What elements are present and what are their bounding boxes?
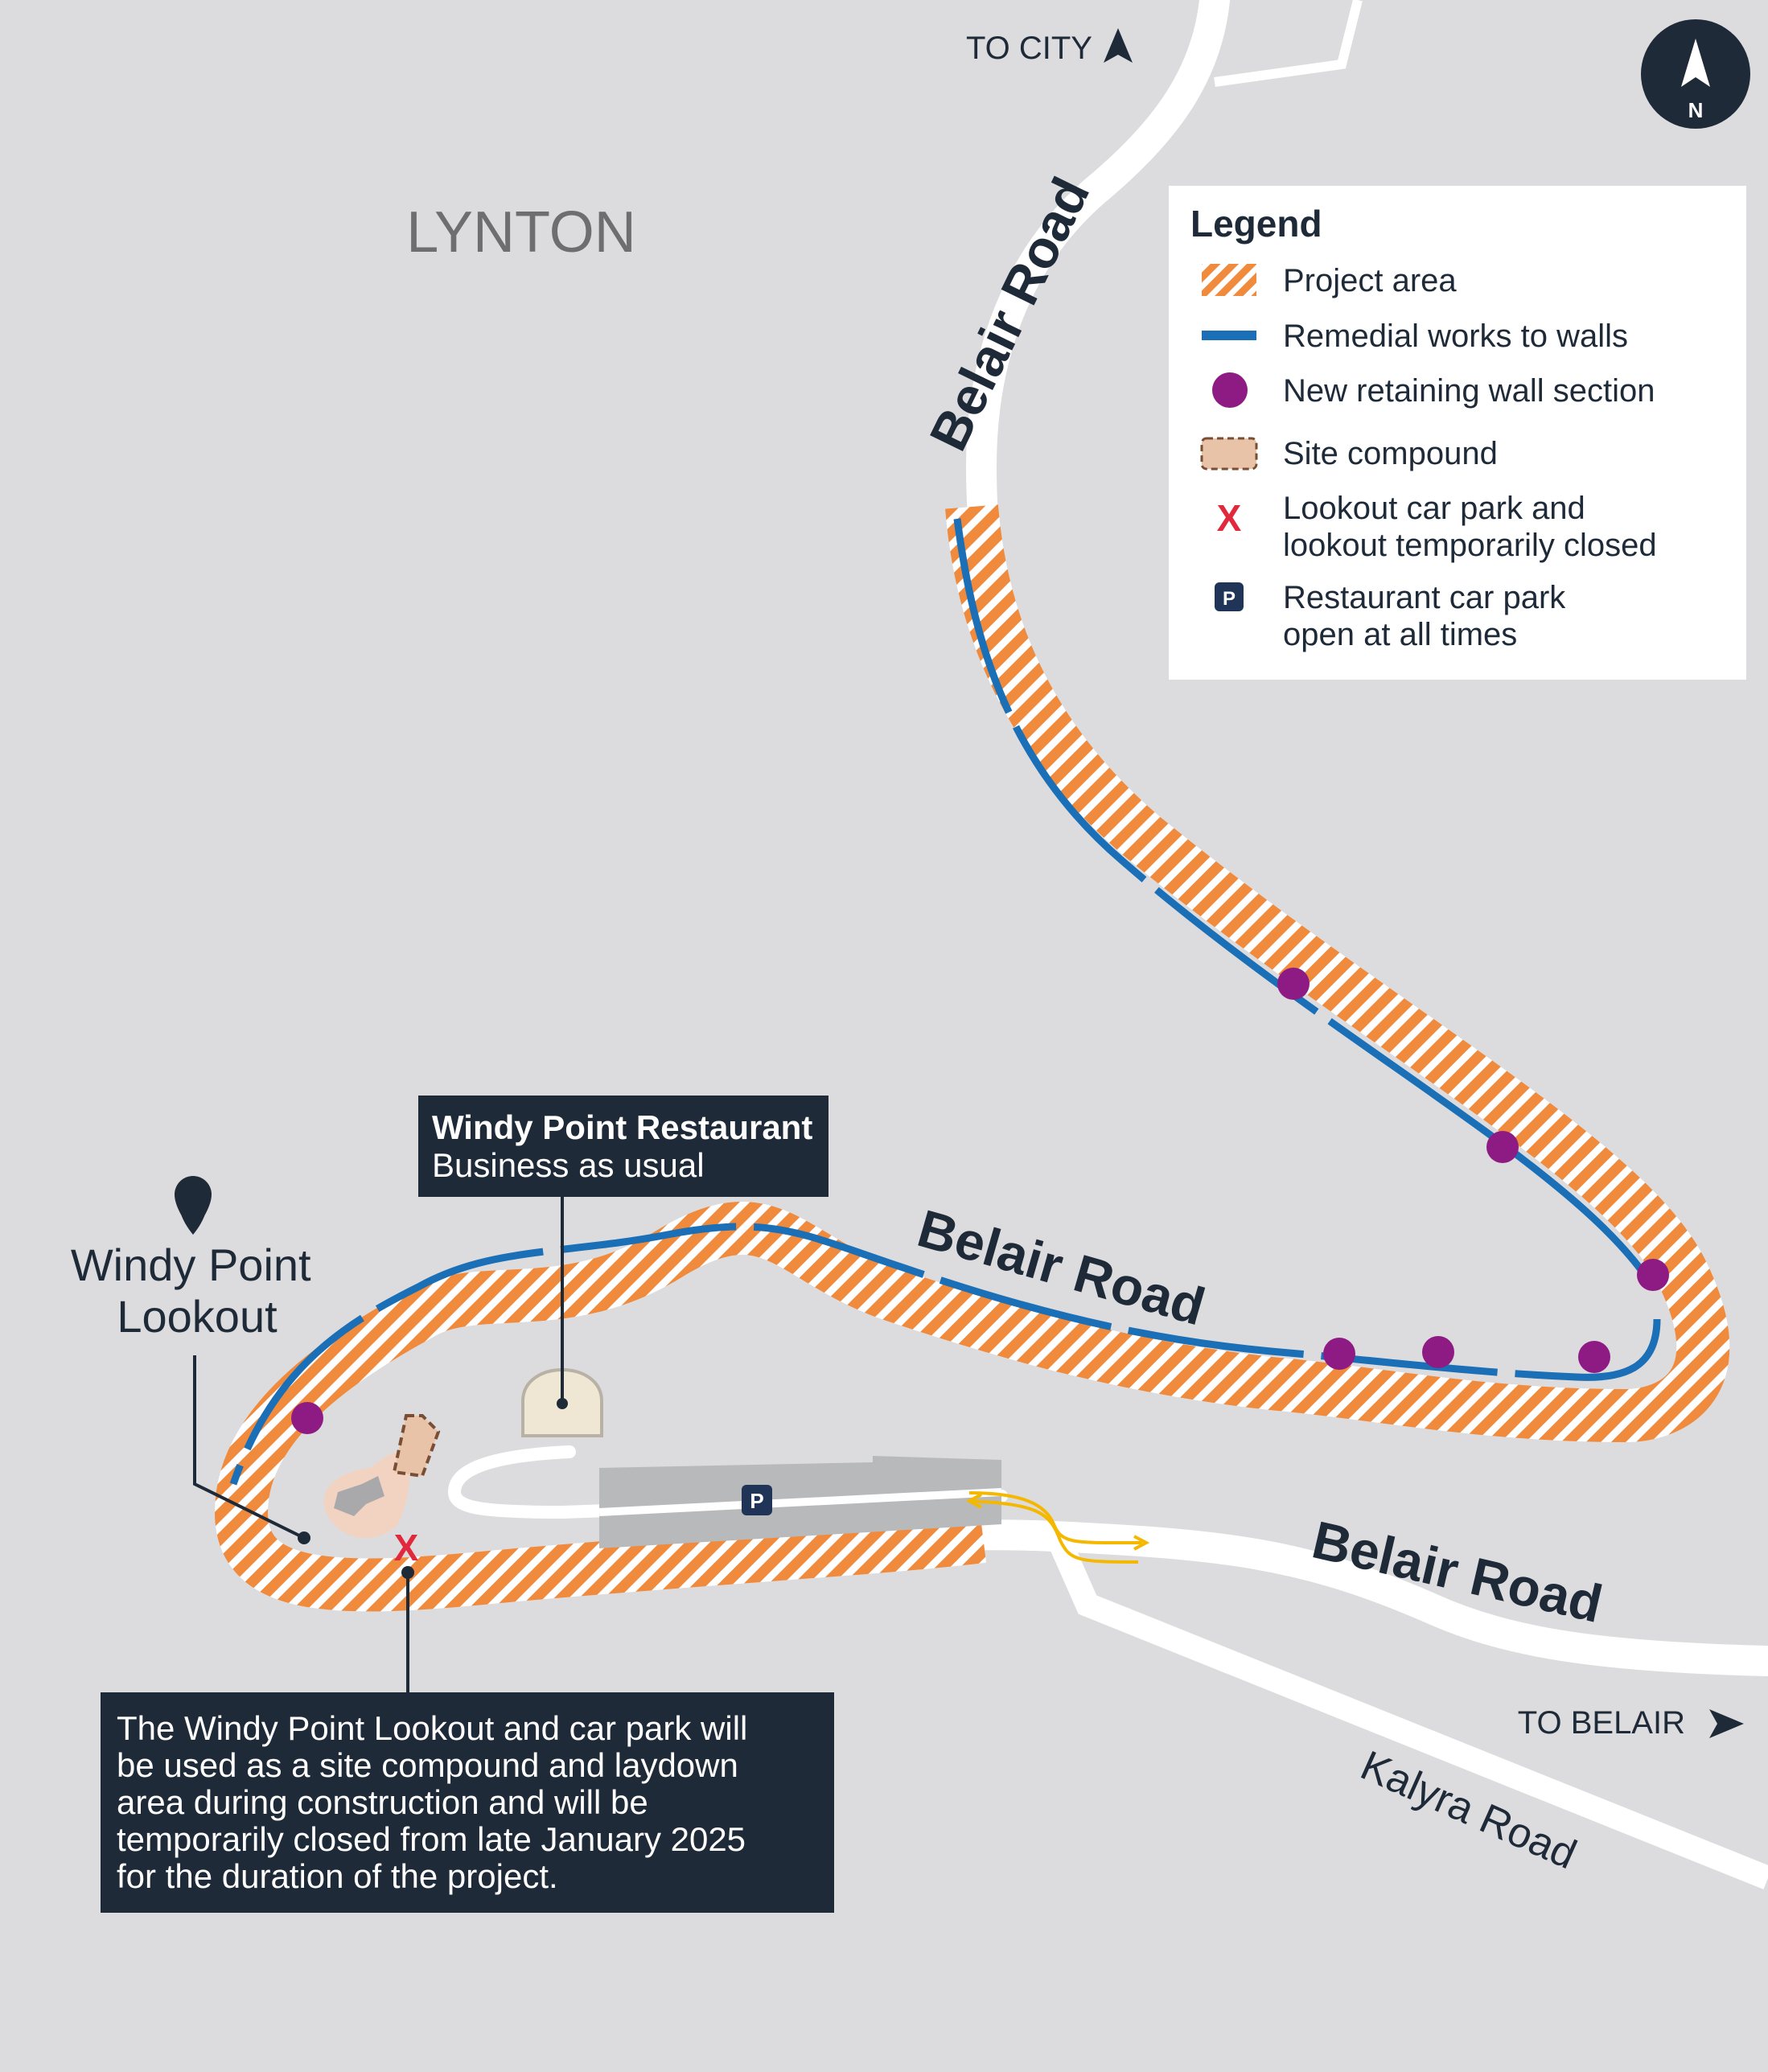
retaining-wall-marker: [1422, 1336, 1454, 1368]
to-belair-label: TO BELAIR: [1518, 1705, 1685, 1741]
parking-marker: [742, 1485, 772, 1515]
retaining-wall-marker: [1637, 1259, 1669, 1291]
legend-swatch-restaurant-parking: [1215, 582, 1244, 611]
lookout-building: [334, 1476, 384, 1516]
legend-label-line: Restaurant car park: [1283, 580, 1566, 615]
retaining-wall-marker: [291, 1402, 323, 1434]
legend-label-site-compound: Site compound: [1283, 436, 1498, 471]
legend-label-restaurant-parking: Restaurant car park open at all times: [1283, 580, 1574, 652]
lookout-closed-marker: X: [394, 1527, 419, 1568]
lookout-leader-dot: [298, 1531, 310, 1544]
remedial-works-line: [229, 1223, 1661, 1486]
lookout-label: Windy Point Lookout: [71, 1240, 323, 1342]
restaurant-callout-title: Windy Point Restaurant: [432, 1108, 812, 1146]
closure-callout-line: The Windy Point Lookout and car park wil…: [117, 1709, 747, 1747]
north-arrow-icon: [1681, 39, 1710, 87]
closure-callout-text: The Windy Point Lookout and car park wil…: [117, 1709, 757, 1895]
remedial-works-line: [953, 518, 1656, 1289]
legend-label-remedial-works: Remedial works to walls: [1283, 319, 1628, 354]
restaurant-callout: [418, 1096, 828, 1197]
callout-leader-dot: [401, 1566, 414, 1579]
retaining-wall-marker: [1277, 968, 1310, 1000]
legend-swatch-retaining-wall: [1212, 372, 1248, 408]
project-area: [215, 504, 1730, 1612]
closure-callout: [101, 1692, 834, 1913]
car-park-aisle: [598, 1488, 1002, 1516]
closure-callout-line: be used as a site compound and laydown: [117, 1746, 738, 1784]
kalyra-road: [1049, 1537, 1768, 1889]
site-compound: [392, 1414, 441, 1478]
to-city-label: TO CITY: [966, 31, 1092, 66]
legend-label-line: open at all times: [1283, 617, 1517, 652]
location-pin-icon: [175, 1176, 212, 1235]
legend-swatch-parking-label: P: [1223, 588, 1236, 610]
restaurant-callout-subtitle: Business as usual: [432, 1146, 705, 1184]
closure-callout-line: area during construction and will be: [117, 1783, 648, 1821]
legend-swatch-remedial-works: [1202, 331, 1256, 340]
minor-street: [1214, 0, 1363, 87]
restaurant-lane: [447, 1445, 1008, 1519]
to-city-arrow-icon: [1104, 28, 1133, 63]
lookout-leader-line: [193, 1355, 305, 1540]
legend-title: Legend: [1190, 203, 1322, 245]
retaining-wall-marker: [1323, 1338, 1355, 1370]
legend-swatch-project-area: [1202, 264, 1256, 296]
compass-label: N: [1688, 98, 1704, 122]
legend: Legend Project area Remedial works to wa…: [1169, 186, 1746, 680]
closure-callout-line: temporarily closed from late January 202…: [117, 1820, 746, 1858]
legend-swatch-lookout-closed: X: [1217, 497, 1242, 539]
legend-label-line: lookout temporarily closed: [1283, 528, 1657, 563]
legend-label-retaining-wall: New retaining wall section: [1283, 373, 1655, 409]
retaining-wall-marker: [1486, 1131, 1519, 1163]
traffic-arrow: [968, 1499, 1139, 1564]
restaurant-pin: [557, 1398, 568, 1409]
traffic-arrow: [1133, 1535, 1150, 1551]
parking-marker-label: P: [750, 1489, 763, 1513]
lookout-label-line2: Lookout: [117, 1291, 278, 1342]
legend-label-line: Lookout car park and: [1283, 491, 1585, 526]
to-belair-arrow-icon: [1709, 1709, 1744, 1738]
suburb-label: LYNTON: [406, 200, 635, 265]
legend-swatch-site-compound: [1200, 437, 1258, 471]
legend-panel: [1169, 186, 1746, 680]
retaining-wall-marker: [1578, 1341, 1610, 1373]
legend-label-lookout-closed: Lookout car park and lookout temporarily…: [1283, 491, 1657, 563]
lookout-label-line1: Windy Point: [71, 1240, 311, 1290]
legend-label-project-area: Project area: [1283, 263, 1457, 298]
traffic-arrow: [965, 1493, 982, 1509]
closure-callout-line: for the duration of the project.: [117, 1857, 558, 1895]
